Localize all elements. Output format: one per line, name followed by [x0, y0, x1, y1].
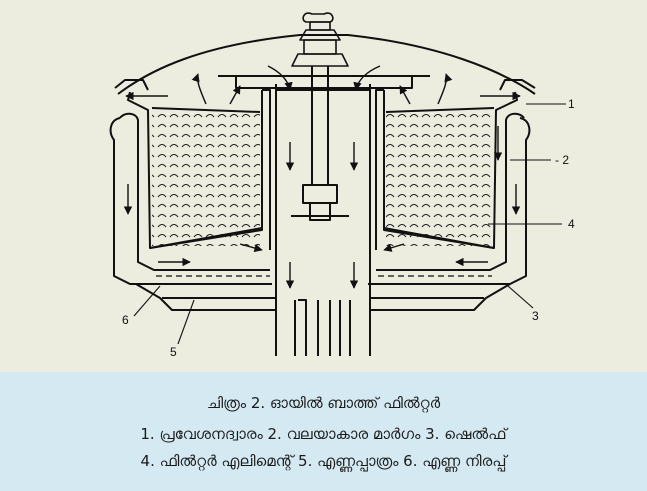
- central-rod: [311, 66, 329, 185]
- outer-bowl: [109, 117, 531, 285]
- figure-area: 1 - 2 3 4 5 6: [0, 0, 647, 372]
- top-plate: [218, 75, 430, 89]
- leader-3: [507, 285, 534, 309]
- rod-nut: [302, 184, 338, 204]
- oil-pan: [135, 283, 511, 311]
- right-filter-element: [386, 108, 492, 246]
- callout-2: - 2: [555, 153, 569, 167]
- leader-5: [177, 299, 195, 345]
- wing-nut: [291, 12, 349, 67]
- leader-6: [133, 285, 161, 317]
- callout-4: 4: [568, 217, 575, 231]
- oil-bath-filter-diagram: 1 - 2 3 4 5 6: [109, 12, 575, 359]
- cover-rim: [114, 79, 536, 91]
- callout-6: 6: [122, 313, 129, 327]
- left-filter-element: [152, 108, 260, 246]
- callout-5: 5: [170, 345, 177, 359]
- caption-area: ചിത്രം 2. ഓയിൽ ബാത്ത് ഫിൽറ്റർ 1. പ്രവേശന…: [0, 372, 647, 491]
- right-housing-inner: [375, 89, 384, 250]
- legend-line-1: 1. പ്രവേശനദ്വാരം 2. വലയാകാര മാർഗം 3. ഷെൽ…: [140, 425, 507, 443]
- left-housing-inner: [262, 89, 271, 250]
- callout-1: 1: [568, 97, 575, 111]
- figure-caption: ചിത്രം 2. ഓയിൽ ബാത്ത് ഫിൽറ്റർ: [206, 394, 441, 412]
- callout-3: 3: [532, 309, 539, 323]
- legend-line-2: 4. ഫിൽറ്റർ എലിമെന്റ് 5. എണ്ണപ്പാത്രം 6. …: [140, 452, 507, 470]
- dome-cover: [117, 34, 536, 95]
